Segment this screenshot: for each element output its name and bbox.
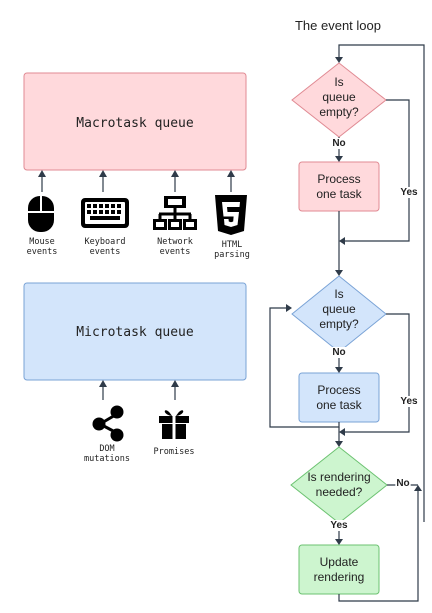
source-label-line1: Network — [157, 237, 193, 247]
macrotask-queue-box — [23, 72, 247, 171]
branch-label-yes: Yes — [400, 187, 418, 198]
source-label-line2: events — [27, 247, 58, 257]
keyboard-icon — [81, 198, 129, 228]
label-background — [331, 347, 347, 358]
process-text-line: one task — [316, 398, 362, 412]
decision-text-line: queue — [322, 90, 356, 104]
source-label-line1: Mouse — [29, 237, 55, 247]
branch-label-no: No — [332, 347, 345, 358]
decision-text-line: Is rendering — [307, 470, 370, 484]
source-label-line2: mutations — [84, 454, 130, 464]
source-label-line1: HTML — [222, 240, 242, 250]
decision-text-line: queue — [322, 302, 356, 316]
network-icon — [153, 196, 197, 230]
decision-text-line: empty? — [319, 317, 359, 331]
source-label-line1: DOM — [99, 444, 114, 454]
label-background — [329, 520, 350, 531]
branch-label-no: No — [332, 138, 345, 149]
microtask-queue-label: Microtask queue — [76, 325, 194, 340]
process-text-line: Process — [317, 172, 360, 186]
decision-text-line: Is — [334, 75, 343, 89]
microtask-queue-box — [23, 282, 247, 381]
process-text-line: Update — [320, 555, 359, 569]
macrotask-queue-label: Macrotask queue — [76, 116, 194, 131]
branch-label-yes: Yes — [330, 520, 348, 531]
flow-connectors — [269, 44, 425, 602]
html5-icon — [215, 195, 247, 235]
label-background — [395, 478, 411, 489]
label-background — [331, 138, 347, 149]
gift-icon — [159, 410, 189, 439]
process-text-line: rendering — [314, 570, 365, 584]
label-background — [399, 396, 420, 407]
process-text-line: one task — [316, 187, 362, 201]
microtask-source-arrows — [99, 380, 179, 400]
mouse-icon — [28, 196, 54, 232]
branch-label-yes: Yes — [400, 396, 418, 407]
label-background — [399, 187, 420, 198]
diagram-title: The event loop — [295, 18, 381, 33]
source-label-line1: Keyboard — [85, 237, 126, 247]
share-icon — [92, 405, 124, 442]
source-label-line2: parsing — [214, 250, 250, 260]
decision-text-line: Is — [334, 287, 343, 301]
process-text-line: Process — [317, 383, 360, 397]
source-label-line2: events — [90, 247, 121, 257]
decision-text-line: needed? — [316, 485, 363, 499]
decision-text-line: empty? — [319, 105, 359, 119]
source-label-line2: events — [160, 247, 191, 257]
macrotask-source-arrows — [38, 170, 235, 192]
branch-label-no: No — [396, 478, 409, 489]
source-label-line1: Promises — [154, 447, 195, 457]
